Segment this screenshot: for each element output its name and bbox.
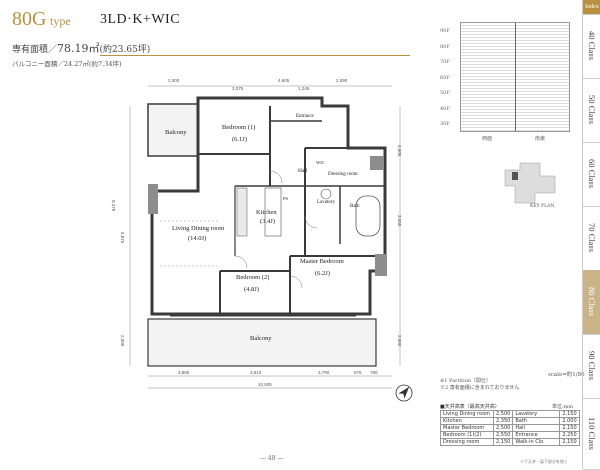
scale-label: scale=約1/86 [548, 372, 585, 378]
header-rule [100, 55, 410, 56]
dim-right-1: 3,555 [397, 215, 402, 227]
compass-icon [395, 384, 413, 402]
tick-40f: 40F [440, 105, 450, 112]
ceiling-caption: ■天井高表（最高天井高） [440, 404, 500, 410]
building-elevation [460, 22, 570, 132]
key-plan [504, 162, 556, 204]
dim-left-1: 6,875 [120, 232, 125, 244]
tab-70-class[interactable]: 70 Class [583, 206, 600, 271]
room-bedroom2: Bedroom (2) [236, 274, 270, 281]
tab-60-class[interactable]: 60 Class [583, 142, 600, 207]
area-info: 専有面積／78.19㎡(約23.65坪) [12, 40, 150, 56]
dim-right-0: 4,605 [397, 145, 402, 157]
dim-top-0: 2,000 [168, 78, 180, 83]
tick-60f: 60F [440, 74, 450, 81]
tick-50f: 50F [440, 90, 450, 96]
tab-40-class[interactable]: 40 Class [583, 14, 600, 79]
room-hall: Hall [298, 168, 308, 174]
notes: ※1 Partition（間仕） ※2 専有面積に含まれておりません [440, 378, 519, 392]
plan-layout: 3LD·K+WIC [100, 12, 181, 27]
room-lavatory: Lavatory [317, 200, 336, 205]
floor-plan [129, 85, 401, 389]
room-wic: WIC [316, 160, 325, 165]
room-kitchen: Kitchen [256, 209, 277, 216]
elevation-ticks: 90F 80F 70F 60F 50F 40F 30F [440, 24, 450, 133]
note-2: ※2 専有面積に含まれておりません [440, 385, 520, 391]
footnote: ※下天井・梁下部分を除く [520, 459, 568, 464]
room-bedroom1: Bedroom (1) [222, 124, 256, 131]
tick-30f: 30F [440, 121, 450, 127]
balcony-area: バルコニー面積／24.27㎡(約7.34坪) [12, 60, 122, 68]
room-living: Living Dining room [172, 225, 225, 232]
room-balcony-bottom: Balcony [250, 335, 272, 342]
tick-70f: 70F [440, 59, 450, 65]
room-bedroom2-size: (4.8J) [244, 286, 259, 293]
dim-bottom-total: 10,935 [258, 382, 272, 387]
dim-top-3: 1,245 [298, 86, 310, 91]
tab-index[interactable]: Index [583, 0, 600, 15]
dim-bottom-3: 675 [354, 370, 362, 375]
dim-bottom-2: 3,790 [318, 370, 330, 375]
dim-left-0: 8,478 [111, 200, 116, 212]
dim-right-2: 2,000 [397, 335, 402, 347]
room-bedroom1-size: (6.1J) [232, 136, 247, 143]
room-balcony-top: Balcony [165, 129, 187, 136]
tab-80-class[interactable]: 80 Class [583, 270, 600, 335]
dim-bottom-0: 3,885 [178, 370, 190, 375]
area-label: 専有面積／ [12, 45, 58, 55]
ceiling-unit: 単位:mm [552, 404, 574, 410]
plan-type-label: type [50, 14, 71, 28]
dim-bottom-4: 780 [370, 370, 378, 375]
class-tabs: Index 40 Class 50 Class 60 Class 70 Clas… [582, 0, 600, 470]
key-plan-label: KEY PLAN [530, 204, 555, 209]
room-ps: PS [283, 196, 289, 201]
dim-top-4: 2,090 [336, 78, 348, 83]
plan-code: 80G [12, 8, 47, 30]
dim-bottom-1: 3,610 [250, 370, 262, 375]
area-value: 78.19㎡ [57, 42, 100, 55]
room-master-size: (6.2J) [315, 270, 330, 277]
tick-80f: 80F [440, 43, 450, 50]
dim-top-2: 3,375 [232, 86, 244, 91]
tab-110-class[interactable]: 110 Class [583, 398, 600, 470]
room-bath: Bath [350, 204, 360, 209]
tab-50-class[interactable]: 50 Class [583, 78, 600, 143]
tick-90f: 90F [440, 28, 450, 34]
tab-90-class[interactable]: 90 Class [583, 334, 600, 399]
dim-top-1: 4,605 [278, 78, 290, 83]
room-entrance: Entrance [296, 114, 314, 119]
room-dressing: Dressing room [328, 172, 358, 177]
elevation-right-label: 南東 [535, 136, 546, 142]
page-number: — 48 — [260, 455, 284, 462]
room-master: Master Bedroom [300, 258, 344, 265]
room-living-size: (14.0J) [188, 235, 207, 242]
area-tsubo: (約23.65坪) [99, 45, 151, 55]
elevation-left-label: 西面 [482, 136, 493, 142]
room-kitchen-size: (3.4J) [260, 218, 275, 225]
note-1: ※1 Partition（間仕） [440, 378, 491, 384]
dim-left-2: 2,000 [120, 335, 125, 347]
